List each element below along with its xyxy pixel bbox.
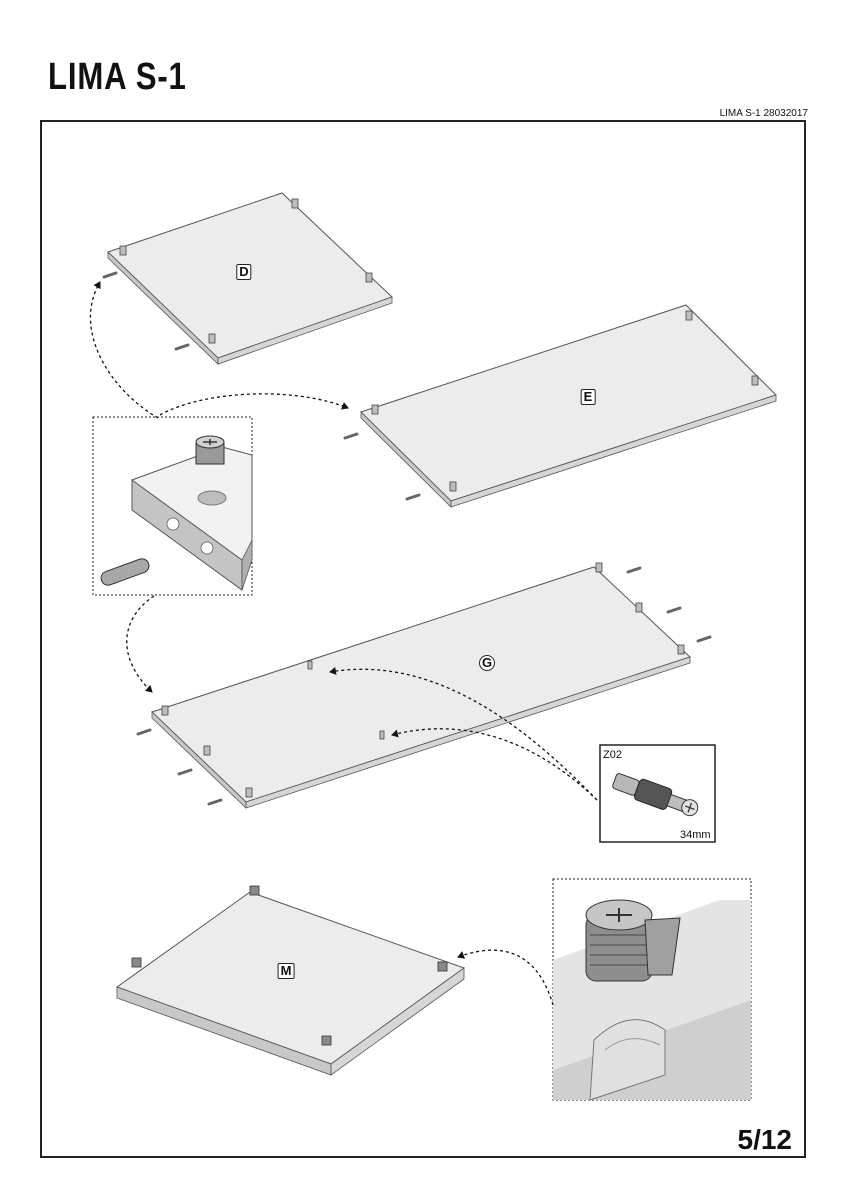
detail-dowel-cam <box>92 416 253 596</box>
panel-g <box>136 562 712 809</box>
panel-e <box>343 304 777 508</box>
hardware-code: Z02 <box>603 749 622 761</box>
instruction-frame <box>40 120 806 1158</box>
document-code: LIMA S-1 28032017 <box>719 108 808 119</box>
panel-d <box>102 192 393 365</box>
document-title: LIMA S-1 <box>48 56 187 98</box>
page-number: 5/12 <box>737 1124 793 1155</box>
hardware-size: 34mm <box>680 829 711 841</box>
panel-m <box>115 885 466 1076</box>
assembly-arrows <box>89 281 598 1006</box>
detail-cam-hole <box>552 878 752 1101</box>
hardware-box-z02 <box>599 744 716 843</box>
